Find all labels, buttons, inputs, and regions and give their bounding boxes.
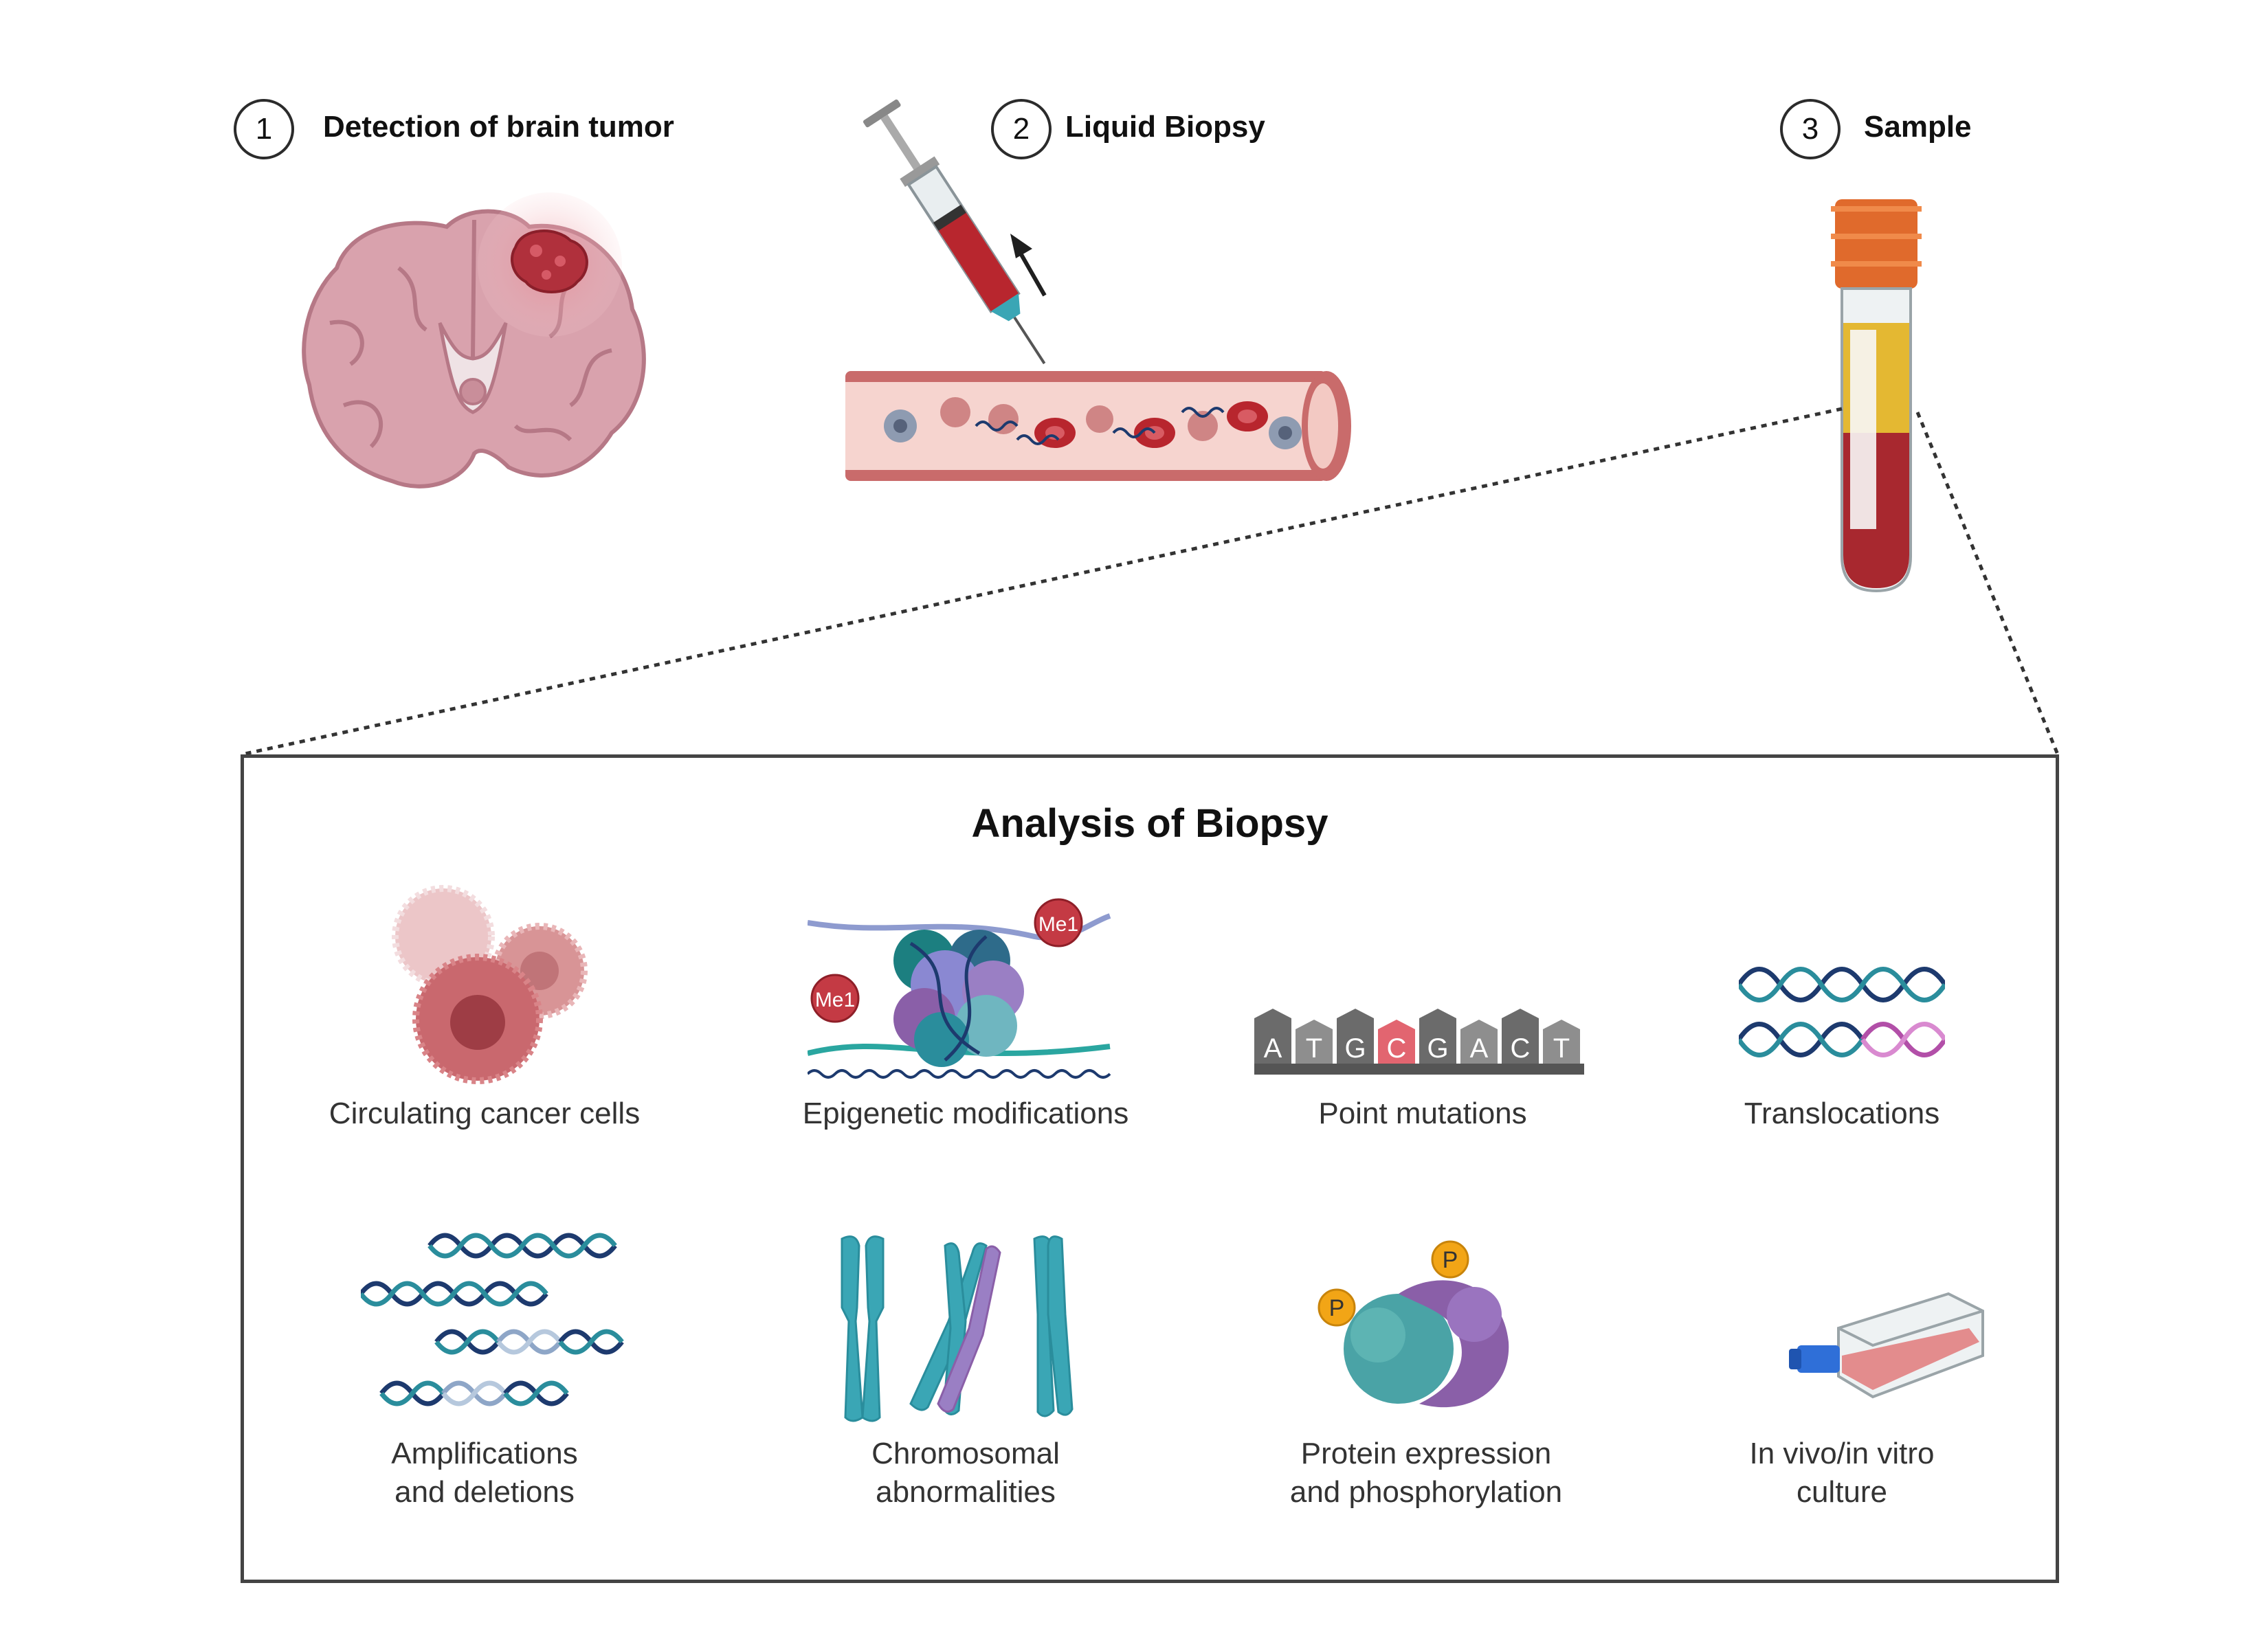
epigenetic-modifications-icon: Me1 Me1 (808, 898, 1111, 1079)
base-tile-8 (1543, 1020, 1580, 1064)
protein-phosphorylation-icon: P P (1318, 1240, 1509, 1408)
phospho-tag-1-label: P (1329, 1295, 1345, 1321)
tumor-mass (511, 229, 588, 293)
chromosomal-abnormalities-icon (841, 1235, 1074, 1422)
base-tile-3 (1337, 1009, 1374, 1064)
blood-sample-tube (1831, 199, 1922, 593)
blood-vessel (845, 371, 1351, 481)
caption-culture: In vivo/in vitro culture (1749, 1437, 1935, 1509)
step-3-label: Sample (1864, 110, 1972, 144)
analysis-panel: Analysis of Biopsy Circulating cancer ce… (241, 754, 2059, 1583)
liquid-biopsy-illustration (845, 99, 1351, 481)
cfDNA-fragments (975, 407, 1225, 445)
base-letter-6: A (1470, 1033, 1489, 1064)
caption-epigenetic-modifications: Epigenetic modifications (802, 1097, 1129, 1130)
base-tile-7 (1502, 1009, 1539, 1064)
circulating-cancer-cells-icon (392, 885, 588, 1084)
step-3-number: 3 (1780, 99, 1841, 159)
methyl-tag-1 (1034, 898, 1083, 947)
base-tile-6 (1460, 1020, 1498, 1064)
caption-chromosomal-abnormalities: Chromosomal abnormalities (871, 1437, 1060, 1509)
base-tile-5 (1419, 1009, 1456, 1064)
base-tile-4 (1378, 1020, 1415, 1064)
step-2-number: 2 (991, 99, 1052, 159)
base-letter-5: G (1427, 1033, 1448, 1064)
step-2-label: Liquid Biopsy (1065, 110, 1265, 144)
base-letter-2: T (1306, 1033, 1322, 1064)
phospho-tag-2-label: P (1443, 1247, 1458, 1273)
methyl-tag-1-label: Me1 (1038, 913, 1078, 936)
base-tile-1 (1254, 1009, 1291, 1064)
phospho-tag-2 (1431, 1240, 1469, 1279)
caption-point-mutations: Point mutations (1318, 1097, 1527, 1130)
brain-tumor-illustration (302, 192, 646, 489)
translocations-icon (1739, 967, 1945, 1057)
caption-amplifications-deletions: Amplifications and deletions (391, 1437, 578, 1509)
methyl-tag-2-label: Me1 (815, 989, 855, 1011)
caption-circulating-cancer-cells: Circulating cancer cells (329, 1097, 641, 1130)
base-letter-1: A (1264, 1033, 1282, 1064)
caption-protein-phosphorylation: Protein expression and phosphorylation (1289, 1437, 1563, 1509)
amplifications-deletions-icon (361, 1233, 624, 1406)
base-letter-8: T (1553, 1033, 1570, 1064)
culture-flask-icon (1789, 1292, 1984, 1399)
upward-arrow-icon (1015, 246, 1047, 297)
base-tile-2 (1296, 1020, 1333, 1064)
blood-cells (884, 397, 1302, 449)
syringe (863, 99, 1046, 365)
brain-ventricles (438, 322, 508, 414)
base-letter-3: G (1344, 1033, 1366, 1064)
step-1-number: 1 (234, 99, 294, 159)
methyl-tag-2 (810, 974, 860, 1023)
panel-title: Analysis of Biopsy (971, 801, 1328, 846)
base-letter-4: C (1387, 1033, 1407, 1064)
step-1-label: Detection of brain tumor (323, 110, 674, 144)
base-letter-7: C (1511, 1033, 1531, 1064)
caption-translocations: Translocations (1744, 1097, 1940, 1130)
phospho-tag-1 (1318, 1288, 1356, 1327)
